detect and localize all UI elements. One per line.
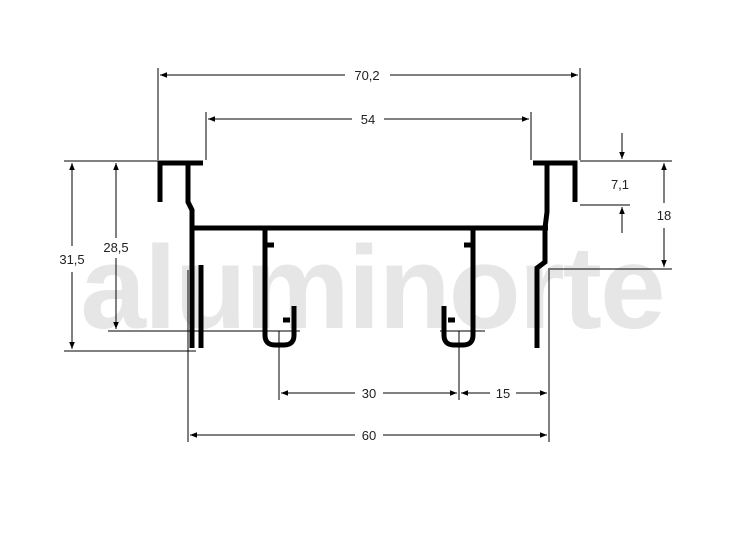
dim-inner-height: 28,5 [103,163,129,329]
svg-text:60: 60 [362,428,376,443]
dim-channel-offset: 15 [461,386,547,401]
dim-base-width: 60 [190,428,547,443]
left-top-lip [157,160,203,202]
dim-inner-width: 54 [208,112,529,127]
watermark-logo: aluminorte [80,222,663,354]
svg-text:54: 54 [361,112,375,127]
dim-overall-width: 70,2 [160,68,578,83]
left-inner-wall [185,163,195,348]
svg-text:18: 18 [657,208,671,223]
svg-text:7,1: 7,1 [611,177,629,192]
svg-text:31,5: 31,5 [59,252,84,267]
right-inner-wall [534,163,550,348]
dim-channel-spacing: 30 [281,386,457,401]
svg-text:28,5: 28,5 [103,240,128,255]
dim-lip-height: 7,1 [611,133,629,233]
right-top-lip [533,160,578,202]
svg-text:15: 15 [496,386,510,401]
dim-side-height: 18 [657,163,671,267]
dim-total-height: 31,5 [59,163,85,349]
extension-lines [64,68,672,442]
svg-text:70,2: 70,2 [354,68,379,83]
svg-text:30: 30 [362,386,376,401]
